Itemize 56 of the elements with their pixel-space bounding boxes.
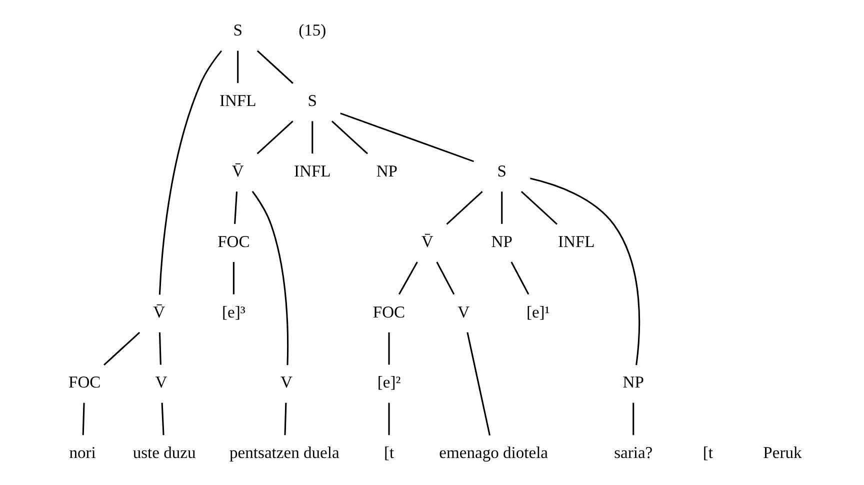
- connector: [236, 50, 238, 83]
- label: [t: [702, 442, 712, 462]
- node-text: saria?: [614, 442, 652, 462]
- node-text: uste duzu: [132, 442, 196, 462]
- label: Peruk: [762, 442, 802, 462]
- connector: [510, 261, 529, 294]
- connector: [500, 191, 502, 224]
- connector: [103, 331, 140, 366]
- node-text: INFL: [294, 161, 330, 180]
- node-text: [e]¹: [526, 302, 550, 321]
- connector: [388, 402, 390, 435]
- node-text: FOC: [217, 231, 250, 250]
- node-text: NP: [490, 231, 512, 250]
- node-text: FOC: [372, 302, 405, 321]
- node-text: V̄: [420, 231, 433, 250]
- node-text: V̄: [152, 302, 165, 321]
- connector: [388, 332, 390, 364]
- node-text: S: [232, 20, 242, 40]
- node-text: [t: [383, 442, 394, 462]
- node-text: nori: [68, 442, 96, 462]
- node-text: V: [457, 302, 470, 321]
- node-text: emenago diotela: [438, 442, 548, 462]
- connector: [632, 402, 634, 435]
- node-text: [e]³: [222, 302, 245, 321]
- connector: [436, 261, 454, 294]
- node-text: [e]²: [376, 372, 400, 392]
- connector: [234, 191, 238, 224]
- node-text: V: [280, 372, 292, 392]
- connector: [256, 120, 293, 154]
- connector: [311, 120, 313, 153]
- node-text: NP: [622, 372, 644, 392]
- node-text: NP: [376, 161, 398, 180]
- connector: [284, 402, 286, 435]
- connector: [158, 50, 222, 294]
- connector: [251, 190, 288, 365]
- node-text: INFL: [558, 231, 594, 250]
- connector: [398, 261, 418, 294]
- node-text: S: [496, 161, 506, 180]
- node-text: V̄: [231, 161, 244, 180]
- connector: [530, 177, 640, 365]
- connector: [330, 120, 368, 154]
- connector: [82, 402, 84, 435]
- connector: [340, 112, 474, 162]
- connector: [446, 190, 482, 224]
- node-text: V: [154, 372, 167, 392]
- node-text: S: [307, 90, 316, 110]
- node-text: pentsatzen duela: [229, 442, 339, 462]
- connector: [466, 332, 490, 436]
- connector: [520, 190, 557, 224]
- label: (15): [298, 20, 326, 40]
- connector: [160, 402, 164, 435]
- node-text: FOC: [68, 372, 100, 392]
- connector: [256, 50, 293, 84]
- connector: [158, 332, 161, 364]
- connector: [232, 262, 234, 294]
- node-text: INFL: [218, 90, 256, 110]
